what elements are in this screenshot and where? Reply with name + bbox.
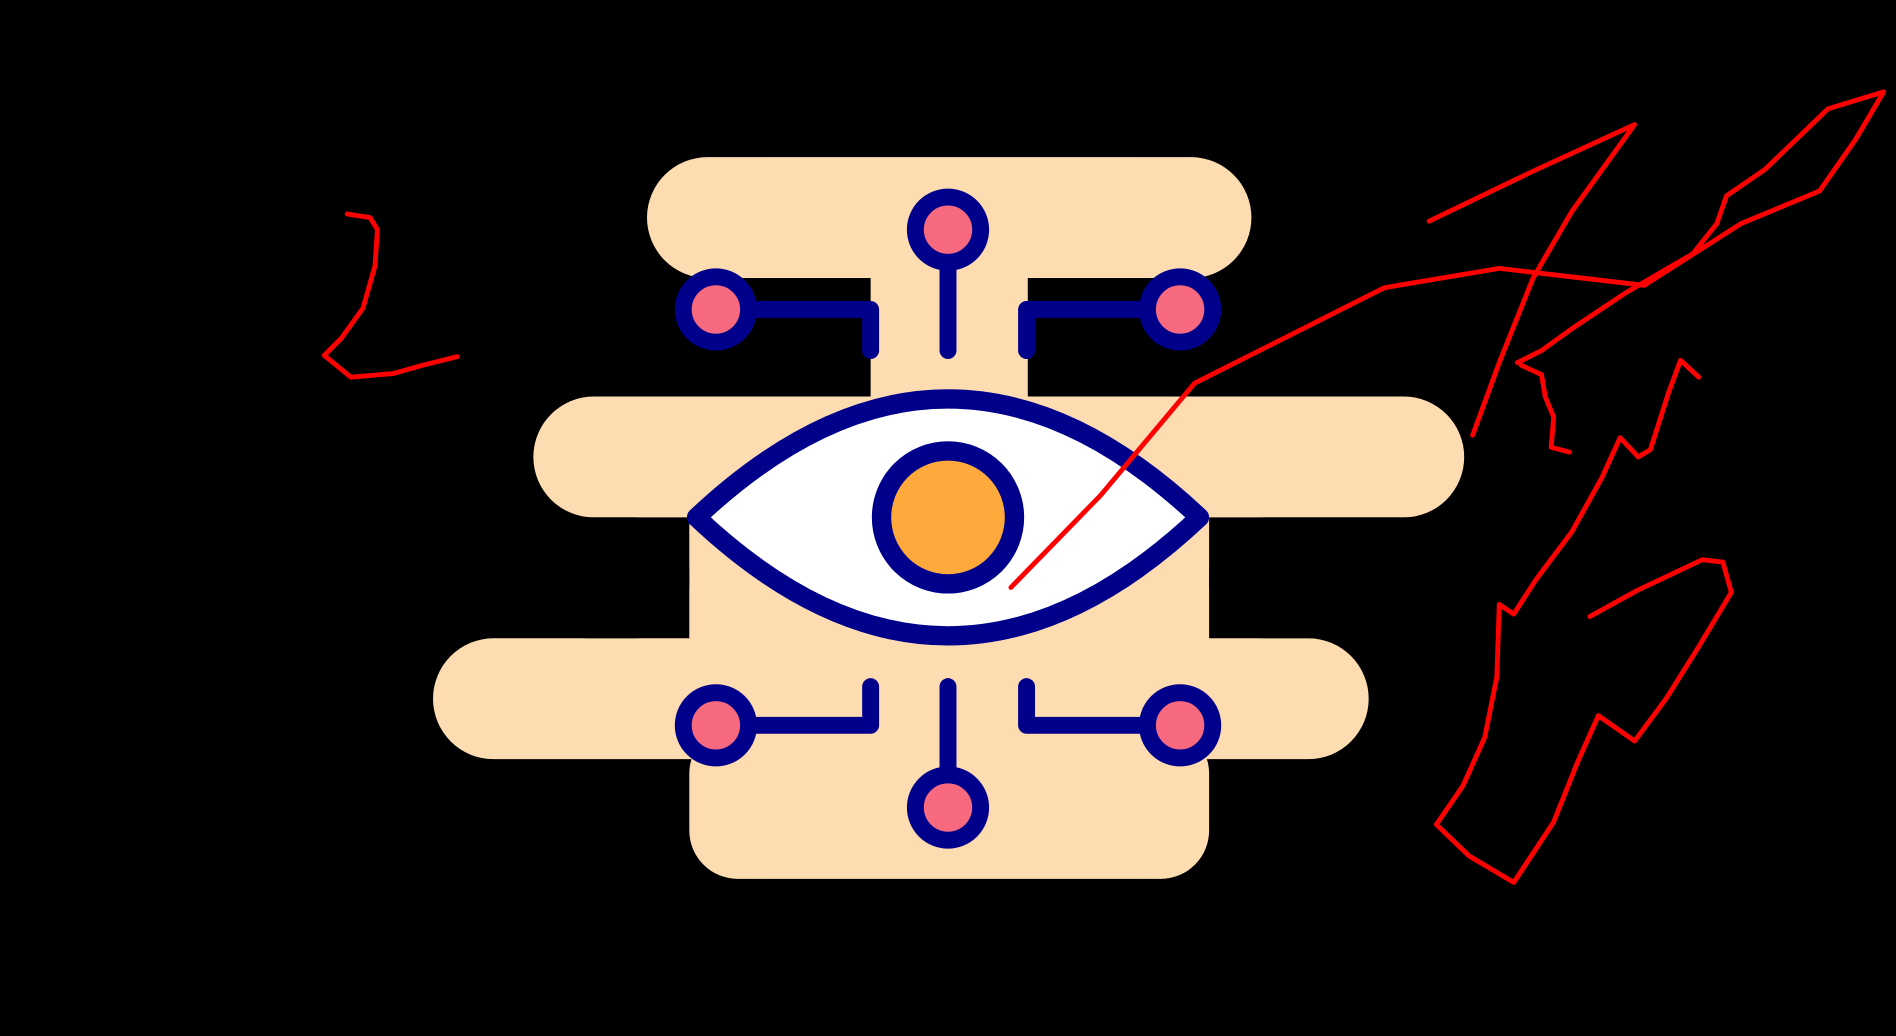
circuit-top-right — [1018, 301, 1189, 360]
scribble-upper-right — [1426, 89, 1887, 455]
number-scribble — [321, 211, 460, 380]
diagonal-strike — [1008, 265, 1647, 590]
notch-mid-right — [1209, 517, 1465, 639]
node-top-center — [906, 188, 990, 271]
circuit-bottom-left — [707, 678, 880, 734]
node-bottom-center — [906, 766, 990, 849]
red-annotations — [321, 89, 1887, 885]
scribble-lower-right — [1433, 357, 1734, 885]
circuit-top-left — [707, 301, 880, 360]
notch-mid-left — [533, 517, 690, 639]
node-bottom-right — [1139, 684, 1222, 767]
node-top-left — [674, 268, 757, 351]
circuit-nodes — [674, 188, 1222, 849]
node-bottom-left — [674, 684, 757, 767]
node-top-right — [1139, 268, 1222, 351]
circuit-bottom-right — [1018, 678, 1189, 734]
eye-iris — [871, 441, 1025, 594]
notch-left — [749, 278, 871, 397]
eye-icon — [686, 389, 1210, 646]
